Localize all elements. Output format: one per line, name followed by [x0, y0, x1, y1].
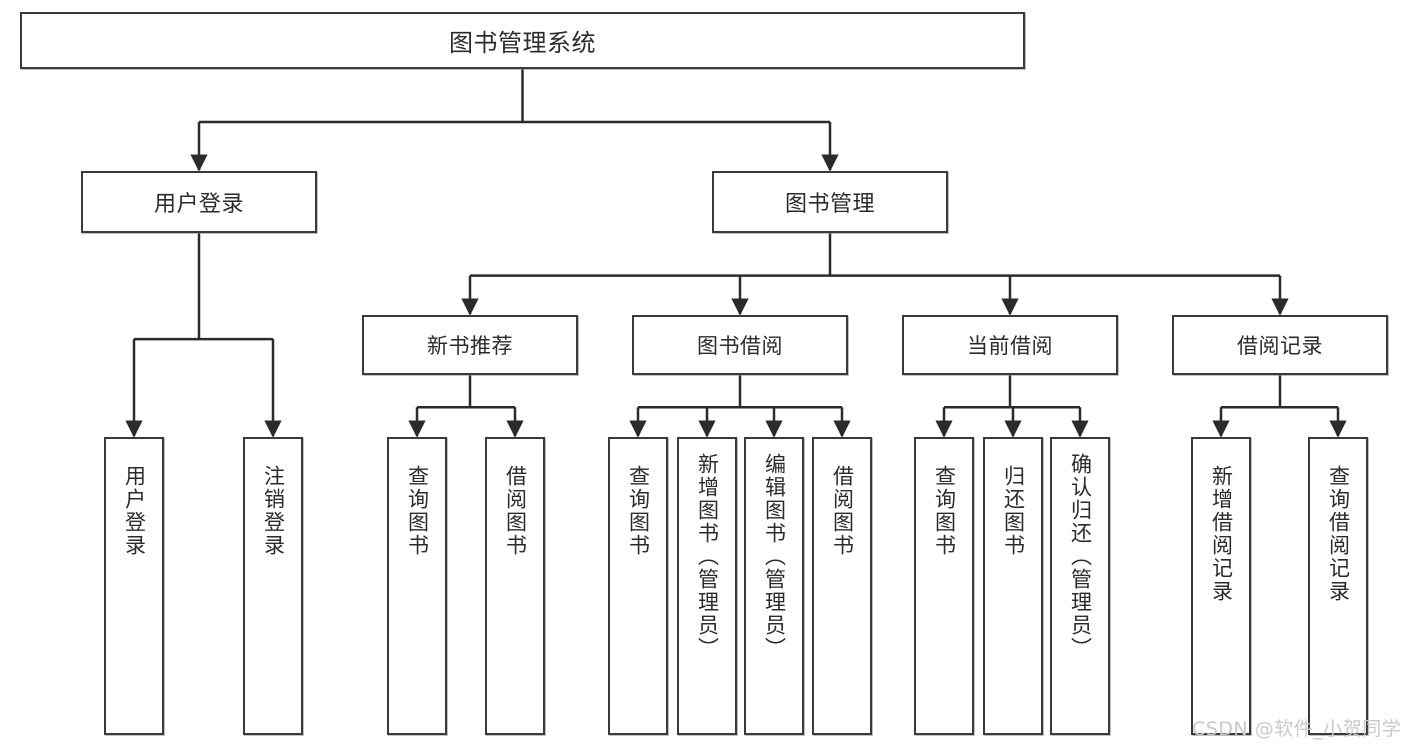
node-label: 新增图书（管理员）	[695, 453, 720, 660]
node-label: 注销登录	[261, 465, 286, 557]
node-label: 借阅记录	[1237, 334, 1323, 358]
node-label: 图书管理系统	[449, 29, 596, 57]
node-label: 查询借阅记录	[1326, 465, 1351, 603]
node-label: 借阅图书	[830, 465, 855, 557]
node-root[interactable]: 图书管理系统	[20, 12, 1025, 69]
node-leaf-query-book-c[interactable]: 查询图书	[914, 437, 974, 735]
node-current-borrow[interactable]: 当前借阅	[902, 315, 1118, 375]
csdn-watermark: CSDN @软件_小贺同学	[1192, 718, 1402, 740]
node-label: 查询图书	[405, 465, 430, 557]
node-leaf-confirm-return[interactable]: 确认归还（管理员）	[1050, 437, 1110, 735]
node-label: 确认归还（管理员）	[1068, 453, 1093, 660]
node-leaf-query-book-rec[interactable]: 查询图书	[387, 437, 447, 735]
node-leaf-edit-book[interactable]: 编辑图书（管理员）	[744, 437, 804, 735]
node-label: 当前借阅	[967, 334, 1053, 358]
node-leaf-borrow-book-rec[interactable]: 借阅图书	[485, 437, 545, 735]
node-leaf-add-book[interactable]: 新增图书（管理员）	[677, 437, 737, 735]
node-user-login[interactable]: 用户登录	[81, 171, 317, 233]
node-new-book-rec[interactable]: 新书推荐	[362, 315, 578, 375]
node-label: 用户登录	[122, 465, 147, 557]
node-book-borrow[interactable]: 图书借阅	[632, 315, 848, 375]
node-label: 借阅图书	[503, 465, 528, 557]
node-label: 查询图书	[932, 465, 957, 557]
node-label: 编辑图书（管理员）	[762, 453, 787, 660]
node-label: 归还图书	[1001, 465, 1026, 557]
node-label: 查询图书	[626, 465, 651, 557]
node-label: 新增借阅记录	[1209, 465, 1234, 603]
node-leaf-add-record[interactable]: 新增借阅记录	[1191, 437, 1251, 735]
node-leaf-logout[interactable]: 注销登录	[243, 437, 303, 735]
node-leaf-return-book[interactable]: 归还图书	[983, 437, 1043, 735]
node-leaf-user-login[interactable]: 用户登录	[104, 437, 164, 735]
node-label: 图书借阅	[697, 334, 783, 358]
node-borrow-record[interactable]: 借阅记录	[1172, 315, 1388, 375]
node-leaf-query-record[interactable]: 查询借阅记录	[1308, 437, 1368, 735]
node-label: 图书管理	[784, 192, 875, 217]
node-label: 用户登录	[153, 192, 244, 217]
node-label: 新书推荐	[427, 334, 513, 358]
node-leaf-query-book-b[interactable]: 查询图书	[608, 437, 668, 735]
node-book-manage[interactable]: 图书管理	[712, 171, 948, 233]
node-leaf-borrow-book-b[interactable]: 借阅图书	[812, 437, 872, 735]
